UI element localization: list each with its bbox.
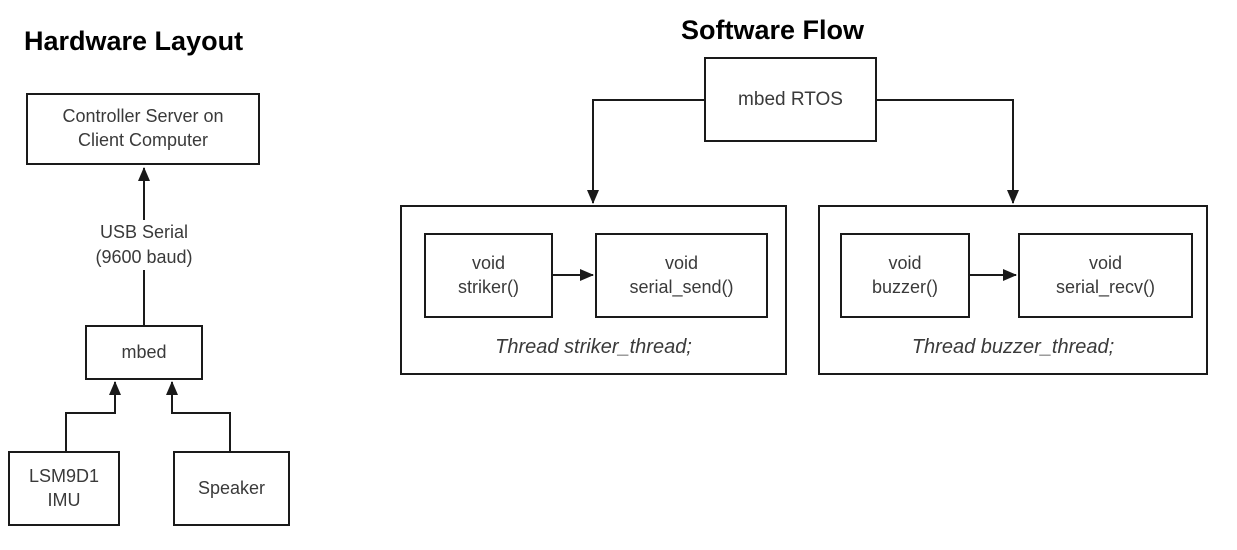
hardware-layout-title: Hardware Layout	[24, 26, 244, 56]
node-mbed-rtos: mbed RTOS	[704, 57, 877, 142]
buzzer-thread-label: Thread buzzer_thread;	[911, 336, 1115, 358]
usb-serial-edge-label: USB Serial (9600 baud)	[64, 220, 224, 270]
arrow-imu-to-mbed	[65, 381, 121, 451]
node-void-buzzer: void buzzer()	[840, 233, 970, 318]
software-flow-title: Software Flow	[681, 15, 865, 45]
node-void-serial-recv: void serial_recv()	[1018, 233, 1193, 318]
arrow-rtos-to-buzzer-group	[877, 99, 1019, 204]
node-mbed: mbed	[85, 325, 203, 380]
node-lsm9d1-imu: LSM9D1 IMU	[8, 451, 120, 526]
arrow-speaker-to-mbed	[166, 381, 231, 451]
striker-thread-label: Thread striker_thread;	[495, 336, 692, 358]
node-void-serial-send: void serial_send()	[595, 233, 768, 318]
arrow-rtos-to-striker-group	[587, 99, 704, 204]
node-speaker: Speaker	[173, 451, 290, 526]
node-controller-server: Controller Server on Client Computer	[26, 93, 260, 165]
node-void-striker: void striker()	[424, 233, 553, 318]
